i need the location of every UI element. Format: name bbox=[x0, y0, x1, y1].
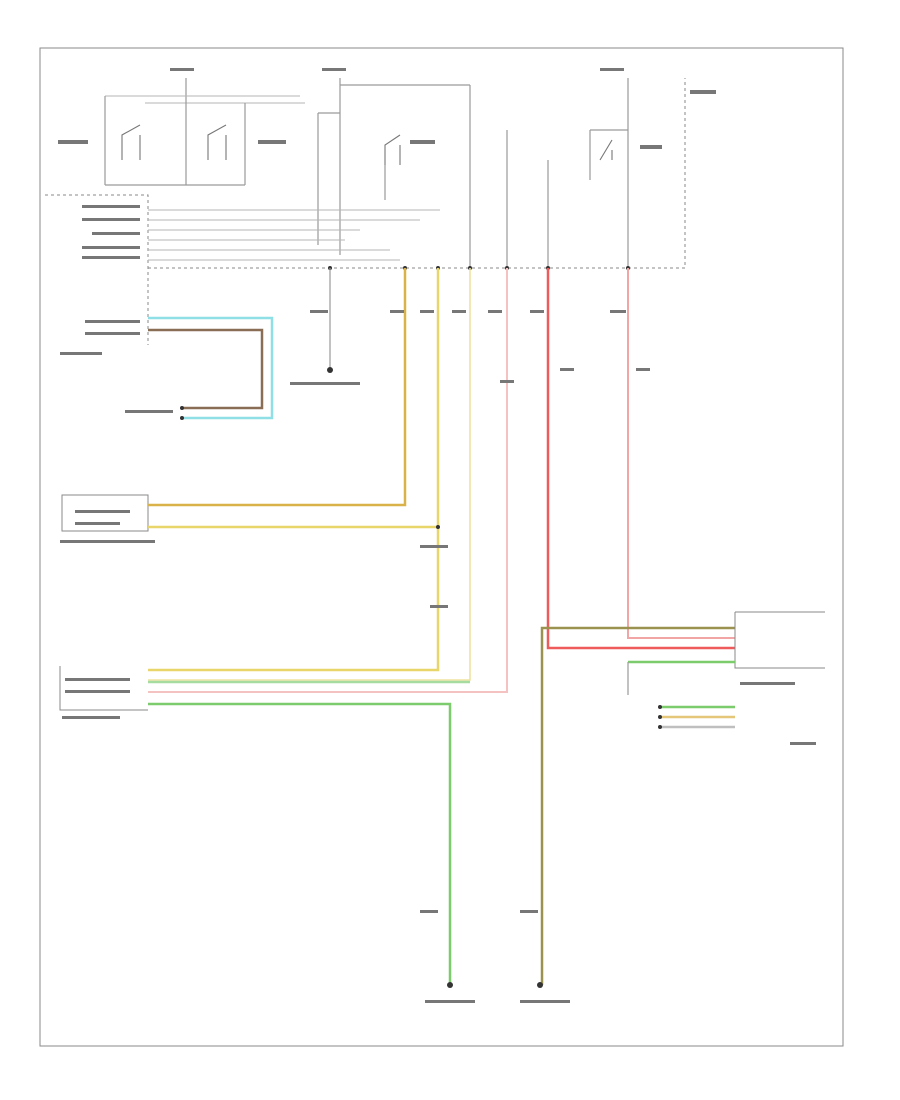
relay-icon bbox=[599, 139, 613, 161]
label-glyph bbox=[740, 682, 795, 685]
relay-group-right bbox=[506, 68, 716, 268]
label-glyphs bbox=[60, 205, 650, 913]
data-link-pair bbox=[125, 316, 274, 420]
switch-group-left bbox=[58, 68, 305, 186]
switch-icon bbox=[384, 134, 401, 165]
label-glyph bbox=[600, 68, 624, 71]
label-glyph bbox=[410, 140, 435, 144]
module-connector-left bbox=[59, 666, 475, 1003]
label-glyph bbox=[640, 145, 662, 149]
ground-icon bbox=[327, 367, 333, 373]
label-glyph bbox=[322, 68, 346, 71]
ground-icon bbox=[447, 982, 453, 988]
bus-lines bbox=[148, 209, 440, 261]
label-glyph bbox=[125, 410, 173, 413]
switch-icon bbox=[207, 124, 227, 160]
diagram-frame bbox=[39, 47, 844, 1047]
label-glyph bbox=[690, 90, 716, 94]
sensor-module bbox=[60, 494, 155, 543]
module-connector-right bbox=[627, 611, 825, 745]
label-glyph bbox=[170, 68, 194, 71]
label-glyph bbox=[520, 1000, 570, 1003]
label-glyph bbox=[790, 742, 816, 745]
ground-drop-center bbox=[290, 268, 360, 385]
label-glyph bbox=[258, 140, 286, 144]
label-glyph bbox=[60, 540, 155, 543]
switch-icon bbox=[121, 124, 141, 160]
ground-icon bbox=[537, 982, 543, 988]
junction-box-boundary bbox=[45, 78, 686, 345]
switch-group-middle bbox=[317, 68, 471, 268]
label-glyph bbox=[425, 1000, 475, 1003]
signal-wires bbox=[148, 268, 508, 693]
label-glyph bbox=[58, 140, 88, 144]
red-circuit bbox=[520, 268, 735, 1003]
label-glyph bbox=[290, 382, 360, 385]
